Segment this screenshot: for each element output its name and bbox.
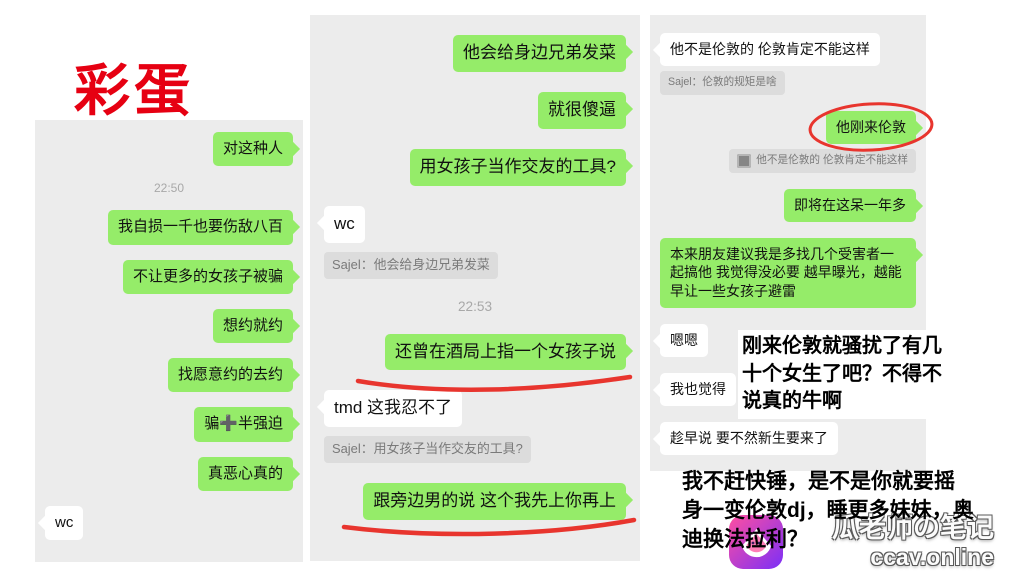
chat-bubble-received: 他不是伦敦的 伦敦肯定不能这样 [660, 33, 880, 66]
chat-bubble-received: 我也觉得 [660, 373, 736, 406]
chat-bubble-sent: 我自损一千也要伤敌八百 [107, 210, 293, 245]
message-row: 他不是伦敦的 伦敦肯定不能这样 [660, 33, 916, 66]
message-row: 他会给身边兄弟发菜 [324, 35, 626, 72]
quoted-text: 他不是伦敦的 伦敦肯定不能这样 [756, 153, 908, 166]
message-row: 真恶心真的 [45, 456, 293, 491]
timestamp: 22:53 [457, 298, 493, 314]
message-row: 本来朋友建议我是多找几个受害者一起搞他 我觉得没必要 越早曝光，越能早让一些女孩… [660, 237, 916, 309]
chat-screenshot-middle: 他会给身边兄弟发菜 就很傻逼 用女孩子当作交友的工具? wc Sajel：他会给… [310, 15, 640, 561]
chat-bubble-received: 趁早说 要不然新生要来了 [660, 421, 838, 455]
message-row: 趁早说 要不然新生要来了 [660, 421, 916, 455]
message-row: wc [324, 205, 626, 243]
watermark-name: 瓜老师の笔记 [832, 513, 994, 543]
chat-bubble-sent: 不让更多的女孩子被骗 [122, 259, 293, 294]
quoted-message: Sajel：用女孩子当作交友的工具? [324, 436, 531, 464]
message-row: tmd 这我忍不了 [324, 390, 626, 428]
message-row: 我自损一千也要伤敌八百 [45, 210, 293, 245]
message-row: 用女孩子当作交友的工具? [324, 148, 626, 186]
chat-bubble-sent: 找愿意约的去约 [167, 358, 293, 393]
chat-bubble-sent: 跟旁边男的说 这个我先上你再上 [363, 483, 626, 521]
message-row: wc [45, 505, 293, 540]
quoted-message-with-image: 他不是伦敦的 伦敦肯定不能这样 [729, 148, 916, 173]
chat-bubble-sent: 本来朋友建议我是多找几个受害者一起搞他 我觉得没必要 越早曝光，越能早让一些女孩… [660, 237, 916, 309]
message-row: 即将在这呆一年多 [660, 188, 916, 222]
message-row: 骗➕半强迫 [45, 407, 293, 442]
message-row: 我也觉得 [660, 373, 916, 406]
watermelon-logo-icon [729, 515, 783, 569]
chat-bubble-sent: 骗➕半强迫 [194, 407, 293, 442]
chat-screenshot-left: 对这种人 22:50 我自损一千也要伤敌八百 不让更多的女孩子被骗 想约就约 找… [35, 120, 303, 562]
message-row: 找愿意约的去约 [45, 358, 293, 393]
watermark-site: ccav.online [870, 543, 994, 570]
chat-bubble-received: wc [45, 505, 84, 540]
message-row: 想约就约 [45, 308, 293, 343]
chat-bubble-received: 嗯嗯 [660, 324, 708, 358]
chat-bubble-received: tmd 这我忍不了 [324, 390, 463, 428]
chat-bubble-sent: 想约就约 [212, 308, 293, 343]
chat-bubble-sent: 他刚来伦敦 [826, 110, 916, 144]
quoted-message: Sajel：他会给身边兄弟发菜 [324, 251, 498, 279]
chat-bubble-sent: 还曾在酒局上指一个女孩子说 [385, 333, 626, 371]
watermark: 瓜老师の笔记 ccav.online [728, 513, 994, 570]
message-row: 对这种人 [45, 132, 293, 167]
message-row: 就很傻逼 [324, 91, 626, 129]
chat-bubble-sent: 真恶心真的 [197, 456, 293, 491]
annotation-note-1: 刚来伦敦就骚扰了有几十个女生了吧？不得不说真的牛啊 [738, 330, 962, 419]
message-row: 嗯嗯 [660, 324, 916, 358]
page-title: 彩蛋 [74, 59, 194, 122]
chat-bubble-sent: 对这种人 [212, 132, 293, 167]
chat-bubble-sent: 他会给身边兄弟发菜 [453, 35, 626, 72]
message-row: 他刚来伦敦 [660, 110, 916, 144]
message-row: 不让更多的女孩子被骗 [45, 259, 293, 294]
chat-bubble-received: wc [324, 205, 365, 243]
chat-bubble-sent: 即将在这呆一年多 [784, 188, 916, 222]
message-row: 还曾在酒局上指一个女孩子说 [324, 333, 626, 371]
quoted-message: Sajel：伦敦的规矩是啥 [660, 70, 785, 95]
timestamp: 22:50 [153, 181, 185, 196]
chat-bubble-sent: 用女孩子当作交友的工具? [409, 148, 626, 186]
annotation-note-2: 我不赶快锤，是不是你就要摇身一变伦敦dj，睡更多妹妹，奥迪换法拉利？ [682, 470, 974, 551]
message-row: 跟旁边男的说 这个我先上你再上 [324, 483, 626, 521]
chat-bubble-sent: 就很傻逼 [538, 91, 626, 129]
quoted-image-thumbnail [737, 153, 752, 168]
